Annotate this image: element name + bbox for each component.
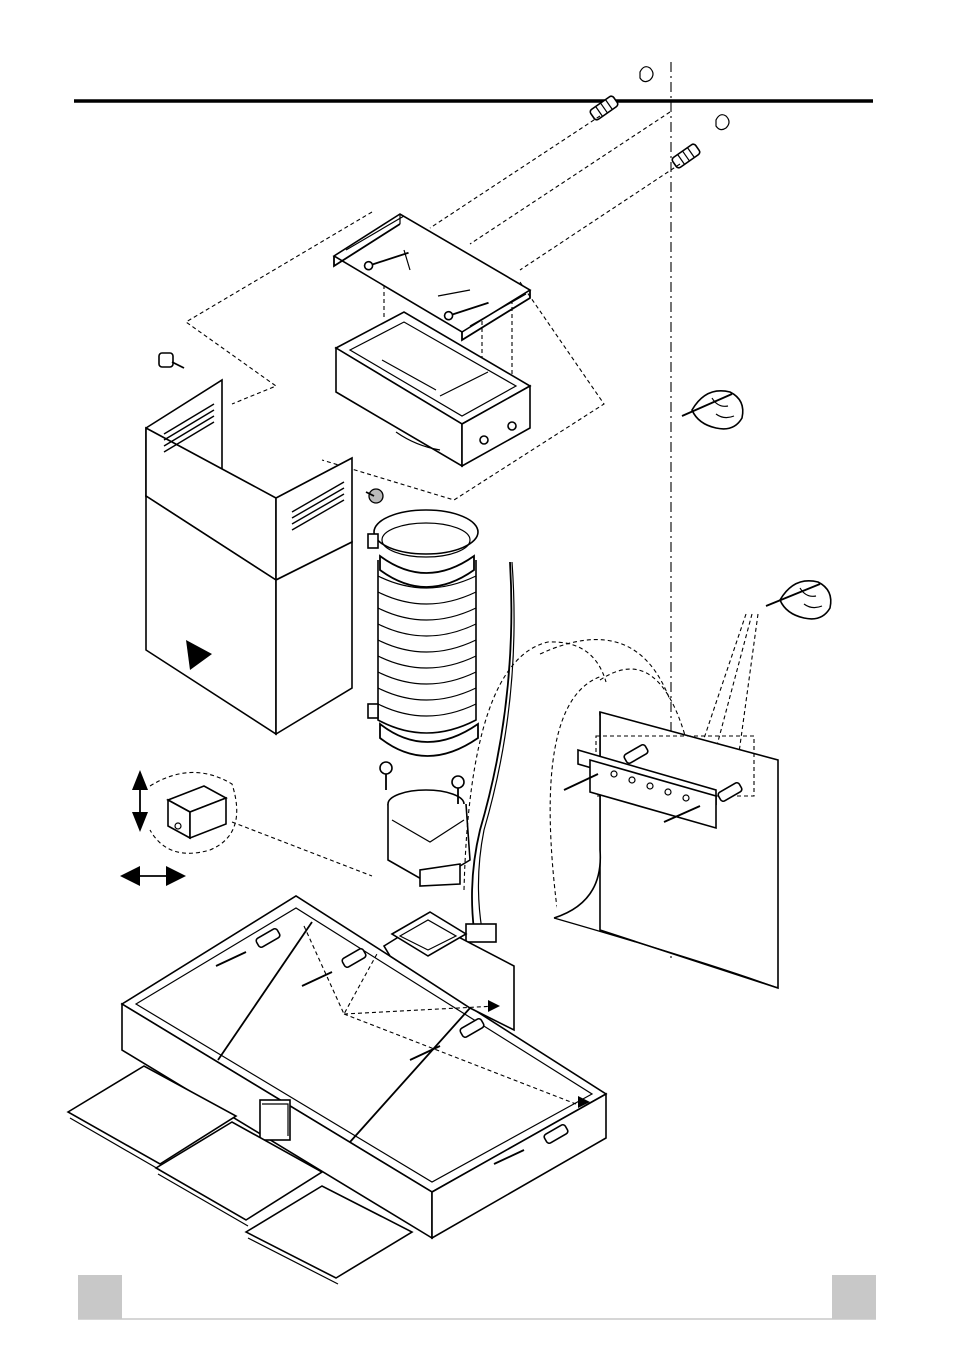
duct-adapter bbox=[380, 762, 470, 886]
junction-box-detail bbox=[120, 770, 372, 886]
flexible-duct bbox=[368, 510, 478, 756]
wall-plug-icon bbox=[589, 67, 729, 169]
motor-housing bbox=[336, 312, 530, 466]
footer-box-right bbox=[832, 1275, 876, 1319]
hood-mounting-bracket bbox=[334, 214, 530, 340]
wall-bracket bbox=[554, 712, 778, 988]
footer-box-left bbox=[78, 1275, 122, 1319]
